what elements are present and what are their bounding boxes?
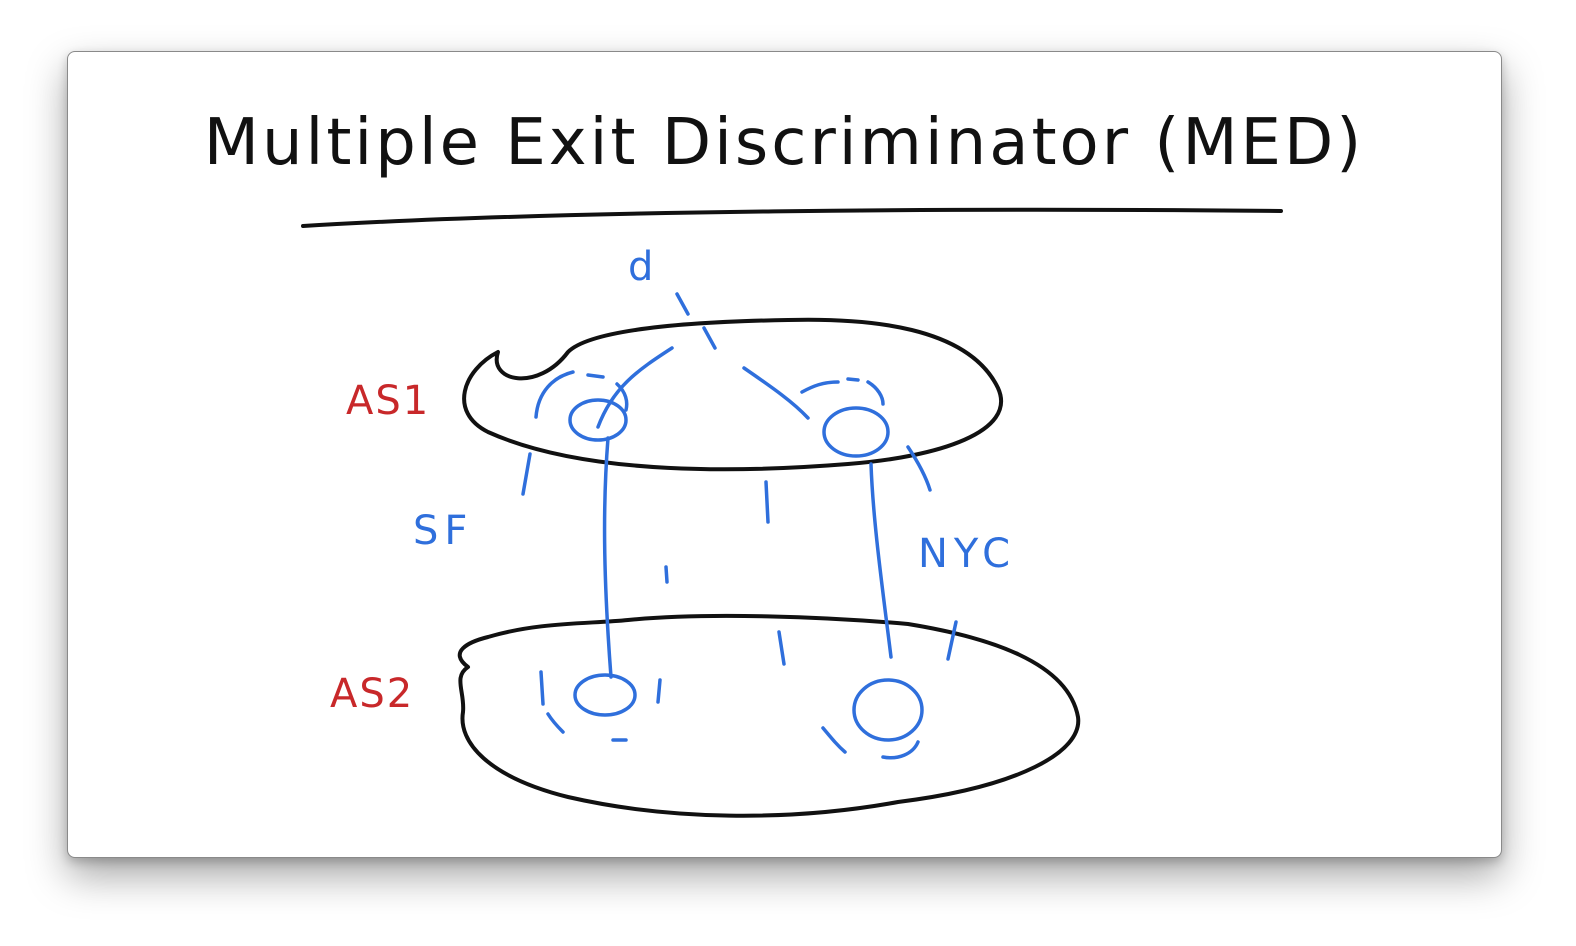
as1-cloud bbox=[462, 317, 1003, 472]
slide-title: Multiple Exit Discriminator (MED) bbox=[204, 106, 1364, 180]
slide-window: Multiple Exit Discriminator (MED) d bbox=[67, 51, 1502, 858]
as1-sf-router-icon bbox=[534, 370, 629, 442]
sf-link-label: SF bbox=[413, 508, 473, 554]
d-to-sf-router-line bbox=[596, 346, 674, 429]
sf-link-line bbox=[602, 436, 613, 679]
as2-sf-router-icon bbox=[539, 670, 662, 742]
d-dash-line bbox=[675, 292, 717, 350]
d-to-nyc-router-line bbox=[742, 366, 810, 420]
destination-label: d bbox=[628, 244, 659, 290]
nyc-link-line bbox=[869, 462, 893, 659]
as2-cloud bbox=[457, 613, 1081, 818]
nyc-boundary-dash bbox=[906, 445, 958, 661]
as1-label: AS1 bbox=[346, 378, 430, 424]
sf-boundary-dash bbox=[521, 452, 532, 496]
middle-boundary-dash bbox=[664, 480, 786, 666]
as1-nyc-router-icon bbox=[800, 377, 890, 458]
as2-nyc-router-icon bbox=[821, 678, 924, 760]
title-underline bbox=[301, 207, 1283, 228]
nyc-link-label: NYC bbox=[918, 531, 1016, 577]
as2-label: AS2 bbox=[330, 671, 414, 717]
whiteboard-canvas: Multiple Exit Discriminator (MED) d bbox=[204, 106, 1364, 818]
